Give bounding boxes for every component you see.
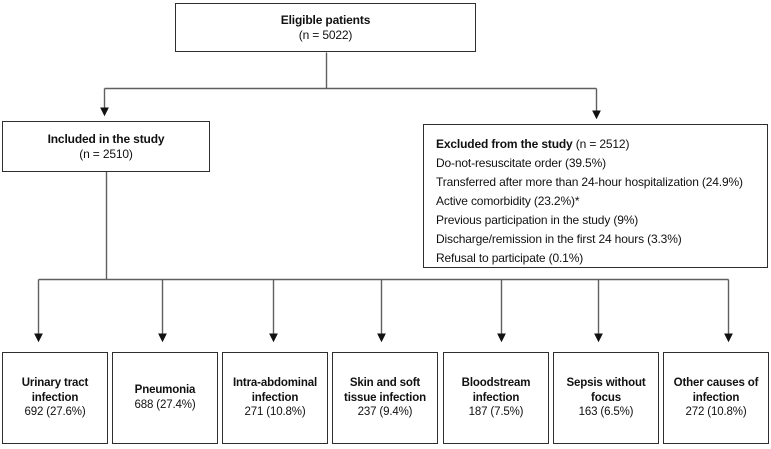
outcome-box-pneumonia: Pneumonia 688 (27.4%) [112, 352, 218, 444]
outcome-label: Sepsis without focus [566, 377, 646, 404]
excluded-reason: Previous participation in the study (9%) [436, 213, 639, 227]
included-count: (n = 2510) [79, 146, 133, 161]
included-box: Included in the study (n = 2510) [2, 121, 210, 172]
outcome-label: Skin and soft tissue infection [344, 377, 426, 404]
outcome-box-intra-abdominal-infection: Intra-abdominal infection 271 (10.8%) [222, 352, 328, 444]
outcome-box-other-causes-of-infection: Other causes of infection 272 (10.8%) [663, 352, 769, 444]
outcome-value: 163 (6.5%) [578, 406, 634, 418]
eligible-patients-box: Eligible patients (n = 5022) [175, 3, 476, 52]
outcome-box-sepsis-without-focus: Sepsis without focus 163 (6.5%) [553, 352, 659, 444]
eligible-patients-count: (n = 5022) [298, 27, 353, 42]
excluded-reason: Discharge/remission in the first 24 hour… [436, 232, 682, 246]
excluded-title: Excluded from the study [436, 137, 573, 151]
outcome-label: Bloodstream infection [461, 377, 531, 404]
excluded-reason: Transferred after more than 24-hour hosp… [436, 175, 743, 189]
outcome-label: Other causes of infection [673, 377, 759, 404]
outcome-box-skin-soft-tissue-infection: Skin and soft tissue infection 237 (9.4%… [332, 352, 438, 444]
outcome-value: 688 (27.4%) [134, 398, 196, 411]
outcome-value: 272 (10.8%) [685, 406, 747, 418]
eligible-patients-title: Eligible patients [280, 12, 371, 27]
outcome-label: Pneumonia [134, 384, 196, 397]
outcome-value: 271 (10.8%) [244, 406, 306, 418]
outcome-value: 692 (27.6%) [24, 406, 86, 418]
included-title: Included in the study [47, 131, 165, 146]
outcome-label: Urinary tract infection [21, 377, 89, 404]
excluded-count: (n = 2512) [572, 137, 630, 151]
outcome-value: 187 (7.5%) [468, 406, 524, 418]
excluded-box: Excluded from the study (n = 2512) Do-no… [423, 124, 768, 268]
outcome-box-urinary-tract-infection: Urinary tract infection 692 (27.6%) [2, 352, 108, 444]
excluded-reason: Refusal to participate (0.1%) [436, 251, 584, 265]
outcome-value: 237 (9.4%) [357, 406, 413, 418]
excluded-reason: Active comorbidity (23.2%)* [436, 194, 580, 208]
excluded-reason: Do-not-resuscitate order (39.5%) [436, 156, 606, 170]
excluded-header: Excluded from the study (n = 2512) [436, 135, 755, 154]
outcome-label: Intra-abdominal infection [232, 377, 317, 404]
outcome-box-bloodstream-infection: Bloodstream infection 187 (7.5%) [443, 352, 549, 444]
